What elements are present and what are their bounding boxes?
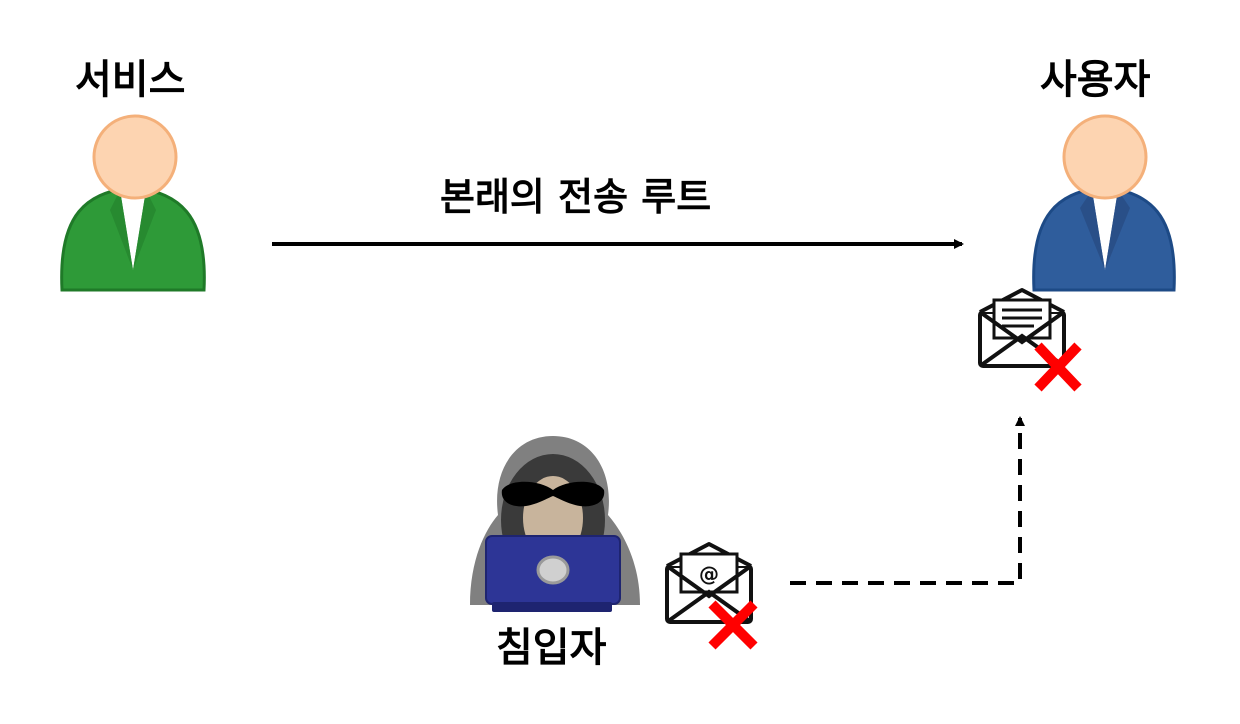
envelope-at-icon: @ <box>665 542 753 624</box>
reject-x-icon-user <box>1034 342 1082 392</box>
user-person-icon <box>1032 114 1176 292</box>
intruder-label: 침입자 <box>496 625 607 671</box>
user-label: 사용자 <box>1040 57 1151 103</box>
reject-x-icon-intruder <box>708 600 758 650</box>
service-person-icon <box>60 114 206 292</box>
svg-text:@: @ <box>699 562 719 586</box>
service-label: 서비스 <box>75 57 186 103</box>
hacker-icon <box>470 436 640 612</box>
intrusion-route-arrow <box>790 416 1025 585</box>
original-route-label: 본래의 전송 루트 <box>440 175 712 219</box>
